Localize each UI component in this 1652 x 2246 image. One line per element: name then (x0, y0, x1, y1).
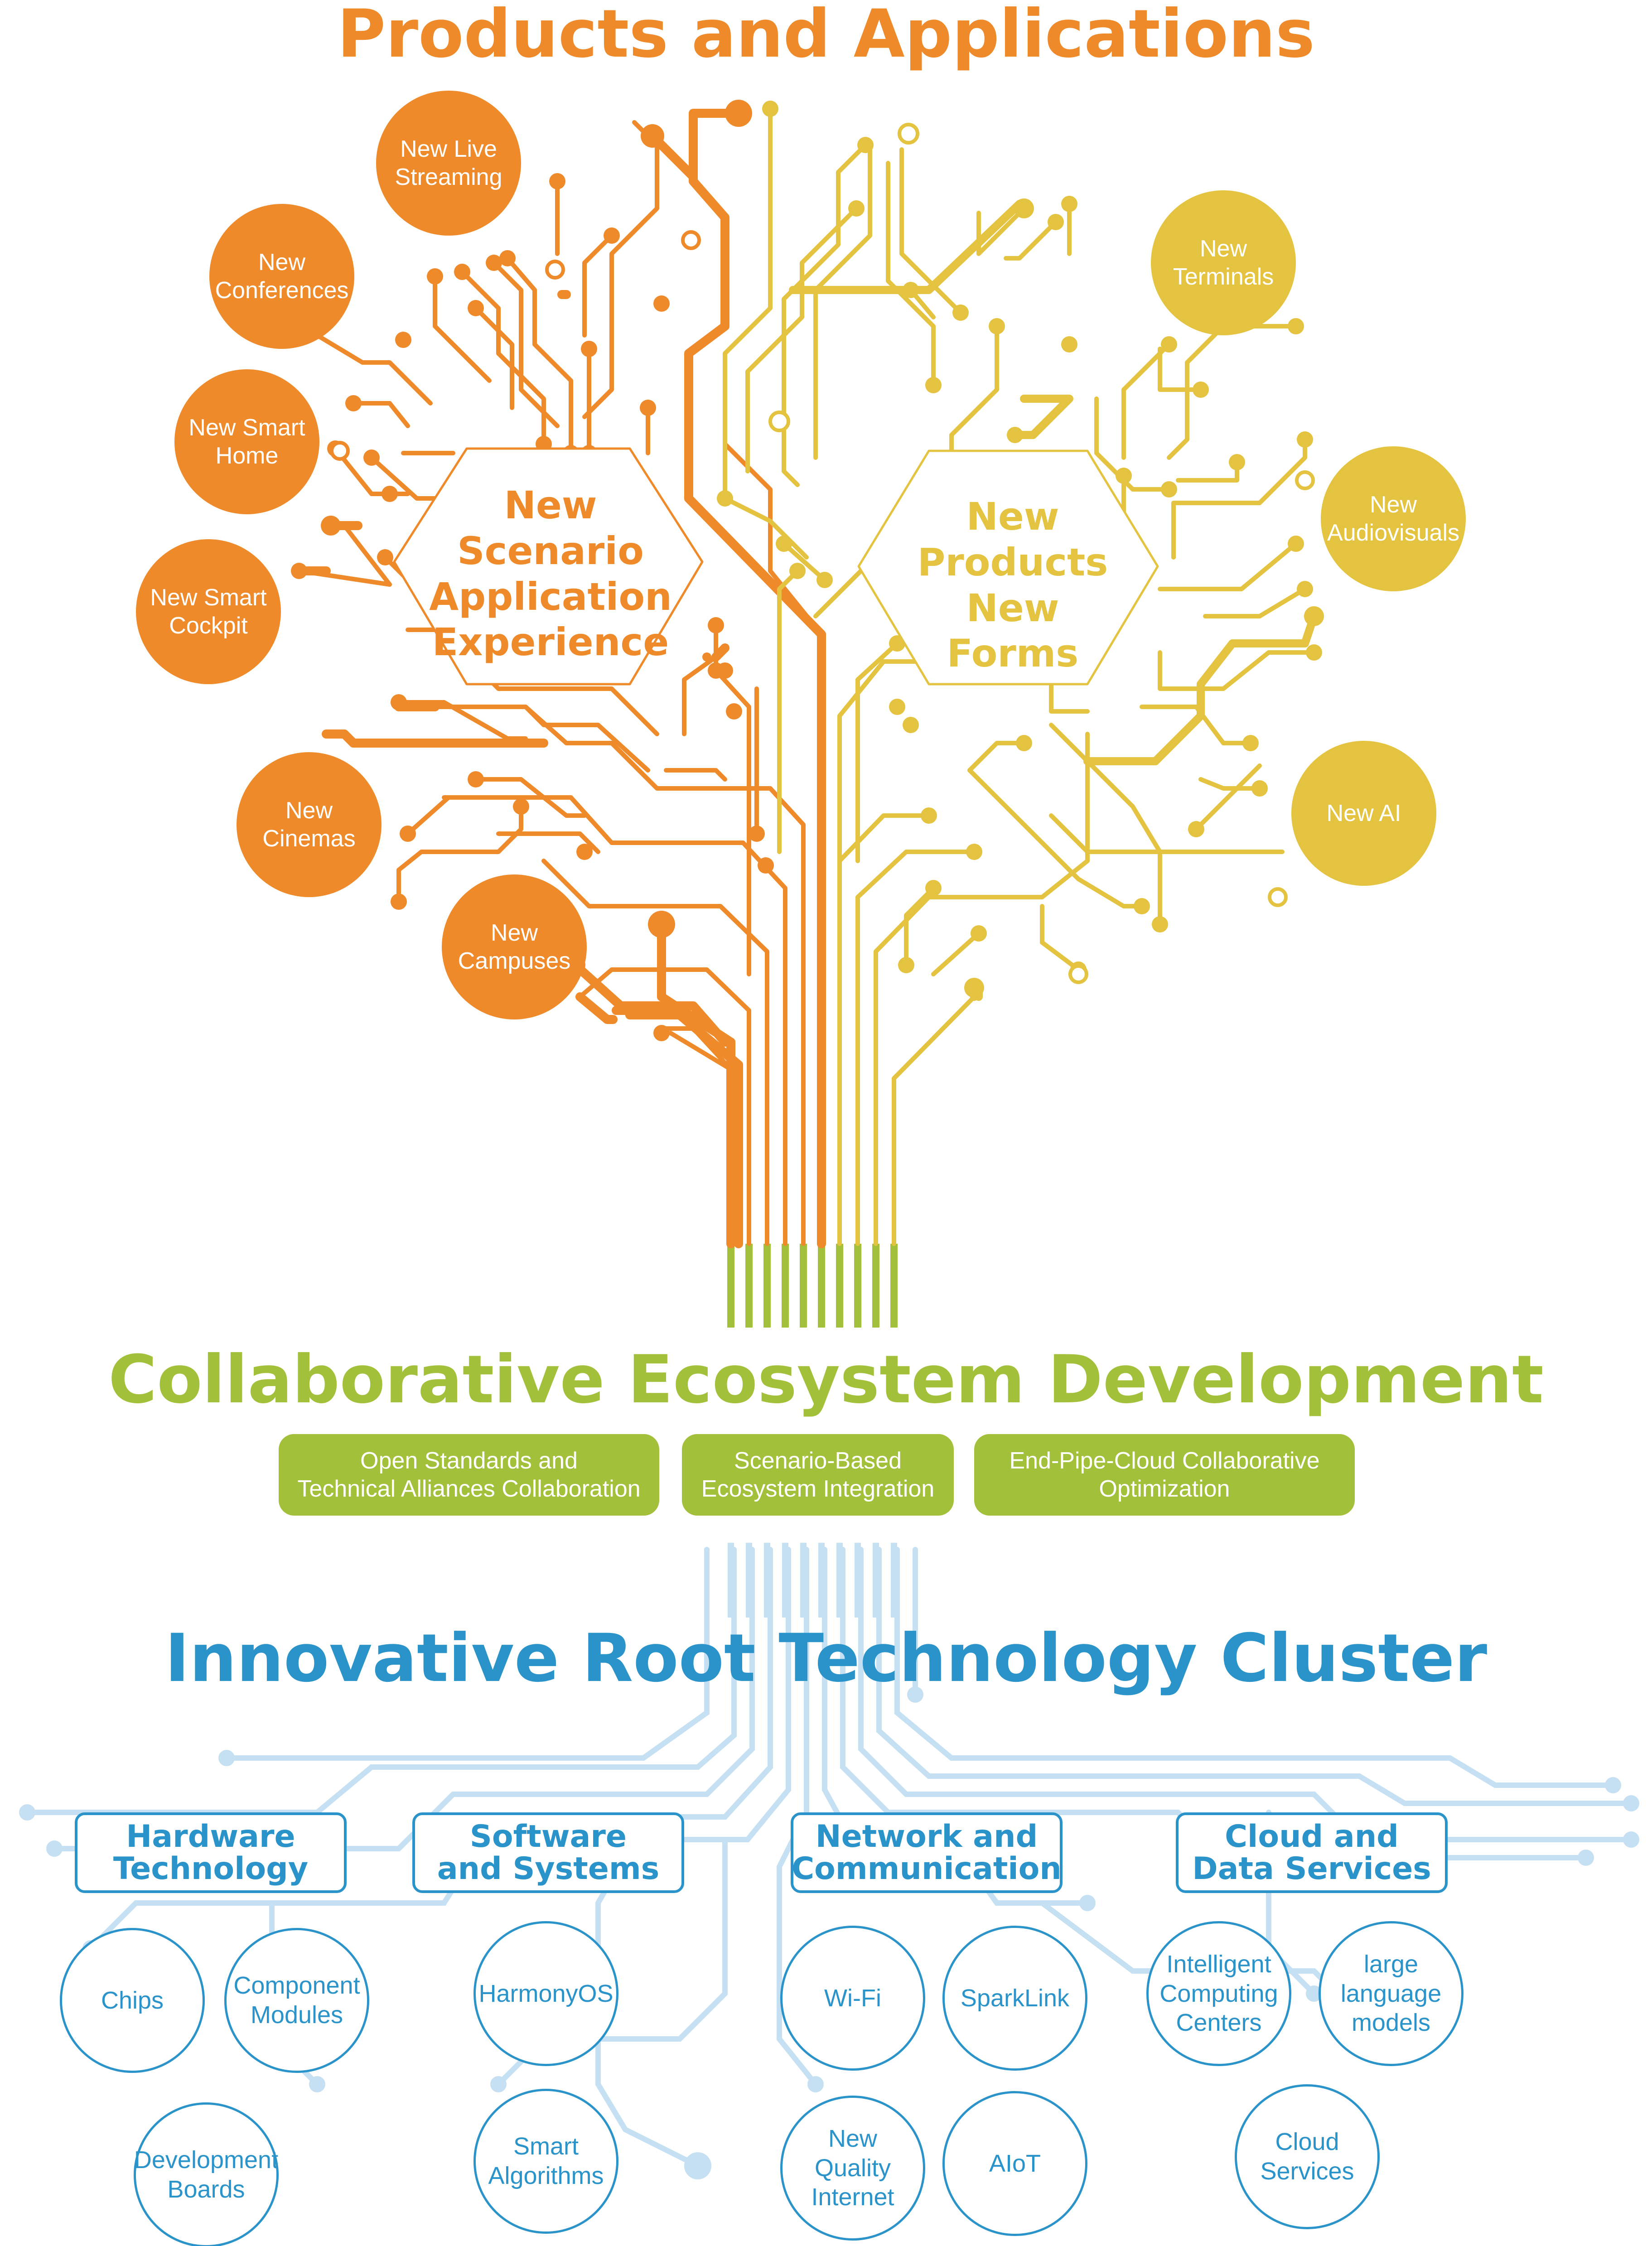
ecosystem-title: Collaborative Ecosystem Development (108, 1341, 1544, 1418)
node-new-campuses: New Campuses (442, 874, 587, 1019)
yellow-trunk-thick (789, 200, 1318, 1001)
pill-scenario-integration: Scenario-Based Ecosystem Integration (682, 1434, 954, 1516)
scenario-hexagon (393, 447, 704, 686)
node-harmonyos: HarmonyOS (473, 1921, 618, 2066)
node-new-conferences: New Conferences (209, 204, 354, 349)
category-network: Network and Communication (791, 1812, 1063, 1893)
products-hex-label: New Products New Forms (917, 494, 1108, 676)
node-new-audiovisuals: New Audiovisuals (1321, 446, 1466, 591)
node-new-smart-cockpit: New Smart Cockpit (136, 539, 281, 684)
category-software: Software and Systems (412, 1812, 684, 1893)
node-new-ai: New AI (1291, 741, 1436, 886)
trunk-blue (728, 1543, 897, 1618)
node-wi-fi: Wi-Fi (780, 1926, 925, 2071)
node-cloud-services: Cloud Services (1235, 2084, 1380, 2229)
root-title: Innovative Root Technology Cluster (164, 1620, 1488, 1697)
category-hardware: Hardware Technology (75, 1812, 347, 1893)
node-new-live-streaming: New Live Streaming (376, 91, 521, 236)
orange-open-nodes (330, 230, 701, 461)
node-new-cinemas: New Cinemas (237, 752, 382, 897)
node-new-terminals: New Terminals (1151, 190, 1296, 335)
yellow-open-nodes (768, 123, 1315, 984)
node-sparklink: SparkLink (942, 1926, 1087, 2071)
root-circuit-nodes (19, 1686, 1639, 2179)
trunk-green (727, 1244, 898, 1328)
pill-end-pipe-cloud: End-Pipe-Cloud Collaborative Optimizatio… (974, 1434, 1355, 1516)
node-development-boards: Development Boards (134, 2102, 279, 2246)
node-aiot: AIoT (942, 2091, 1087, 2236)
node-chips: Chips (60, 1928, 205, 2073)
node-new-quality-internet: New Quality Internet (780, 2096, 925, 2241)
node-component-modules: Component Modules (224, 1928, 369, 2073)
node-smart-algorithms: Smart Algorithms (473, 2089, 618, 2234)
category-cloud: Cloud and Data Services (1176, 1812, 1448, 1893)
scenario-hex-label: New Scenario Application Experience (429, 483, 672, 665)
node-new-smart-home: New Smart Home (174, 369, 319, 514)
products-hexagon (857, 449, 1159, 686)
node-intelligent-computing-centers: Intelligent Computing Centers (1146, 1921, 1291, 2066)
pill-open-standards: Open Standards and Technical Alliances C… (279, 1434, 659, 1516)
node-large-language-models: large language models (1319, 1921, 1464, 2066)
products-title: Products and Applications (337, 0, 1315, 72)
